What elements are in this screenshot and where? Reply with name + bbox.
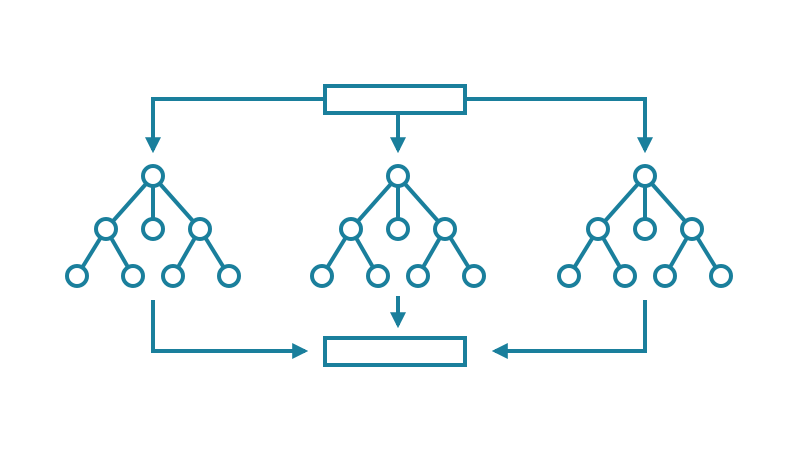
decision-tree-right [557, 164, 733, 288]
tree-inner-node [433, 217, 457, 241]
decision-tree-left [65, 164, 241, 288]
right-tree-to-output-arrow [491, 300, 647, 359]
tree-root-node [633, 164, 657, 188]
tree-inner-node [141, 217, 165, 241]
tree-leaf-node [217, 264, 241, 288]
left-tree-to-output-arrow [151, 300, 309, 359]
tree-leaf-node [121, 264, 145, 288]
tree-leaf-node [613, 264, 637, 288]
input-block [323, 84, 467, 115]
tree-inner-node [633, 217, 657, 241]
tree-leaf-node [310, 264, 334, 288]
tree-root-node [386, 164, 410, 188]
input-to-right-tree-arrow [465, 97, 653, 154]
tree-leaf-node [557, 264, 581, 288]
tree-leaf-node [406, 264, 430, 288]
tree-root-node [141, 164, 165, 188]
tree-leaf-node [161, 264, 185, 288]
tree-inner-node [188, 217, 212, 241]
tree-inner-node [339, 217, 363, 241]
tree-inner-node [94, 217, 118, 241]
tree-leaf-node [366, 264, 390, 288]
tree-leaf-node [709, 264, 733, 288]
input-to-left-tree-arrow [145, 97, 325, 154]
tree-inner-node [680, 217, 704, 241]
tree-leaf-node [653, 264, 677, 288]
tree-leaf-node [462, 264, 486, 288]
tree-leaf-node [65, 264, 89, 288]
decision-tree-center [310, 164, 486, 288]
tree-inner-node [386, 217, 410, 241]
tree-inner-node [586, 217, 610, 241]
output-block [323, 336, 467, 367]
